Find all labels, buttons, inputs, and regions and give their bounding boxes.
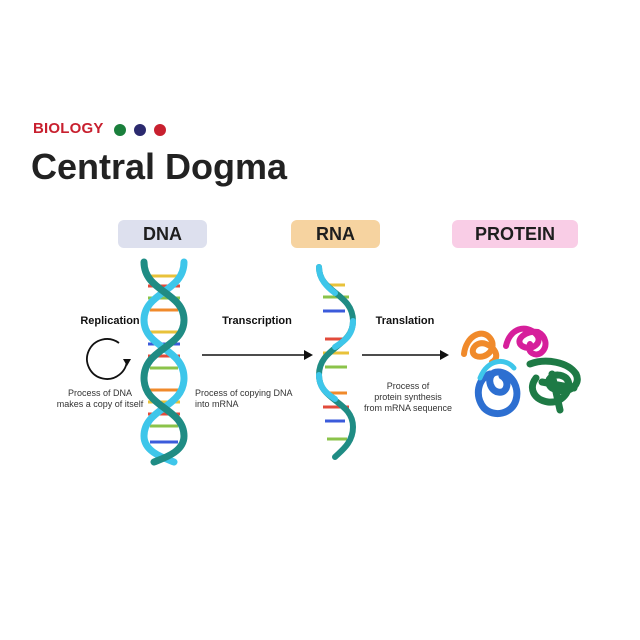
dna-double-helix bbox=[140, 258, 188, 466]
subject-label: BIOLOGY bbox=[33, 120, 104, 137]
dna-stage-label: DNA bbox=[143, 223, 182, 244]
rna-strand-light bbox=[316, 264, 338, 296]
transcription-label: Transcription bbox=[222, 315, 292, 327]
dna-strand-light bbox=[140, 258, 188, 466]
replication-description: Process of DNA makes a copy of itself bbox=[56, 388, 144, 409]
rna-stage-label: RNA bbox=[316, 223, 355, 244]
protein-stage-pill: PROTEIN bbox=[452, 220, 578, 248]
folded-protein-icon bbox=[461, 325, 581, 418]
dna-strand-dark bbox=[140, 258, 188, 466]
dna-stage-pill: DNA bbox=[118, 220, 207, 248]
translation-description: Process of protein synthesis from mRNA s… bbox=[363, 381, 453, 413]
rna-stage-pill: RNA bbox=[291, 220, 380, 248]
replication-label: Replication bbox=[80, 315, 140, 327]
translation-label: Translation bbox=[375, 315, 435, 327]
transcription-description: Process of copying DNA into mRNA bbox=[195, 388, 293, 409]
rna-single-strand bbox=[315, 264, 357, 460]
red-dot bbox=[154, 124, 166, 136]
protein-stage-label: PROTEIN bbox=[474, 223, 555, 244]
transcription-arrow bbox=[202, 350, 313, 360]
navy-dot bbox=[134, 124, 146, 136]
rna-bases bbox=[323, 283, 349, 441]
decorative-dots bbox=[114, 124, 166, 136]
circular-arrow-icon bbox=[86, 338, 131, 380]
green-dot bbox=[114, 124, 126, 136]
translation-arrow bbox=[362, 350, 449, 360]
page-title: Central Dogma bbox=[31, 146, 288, 187]
